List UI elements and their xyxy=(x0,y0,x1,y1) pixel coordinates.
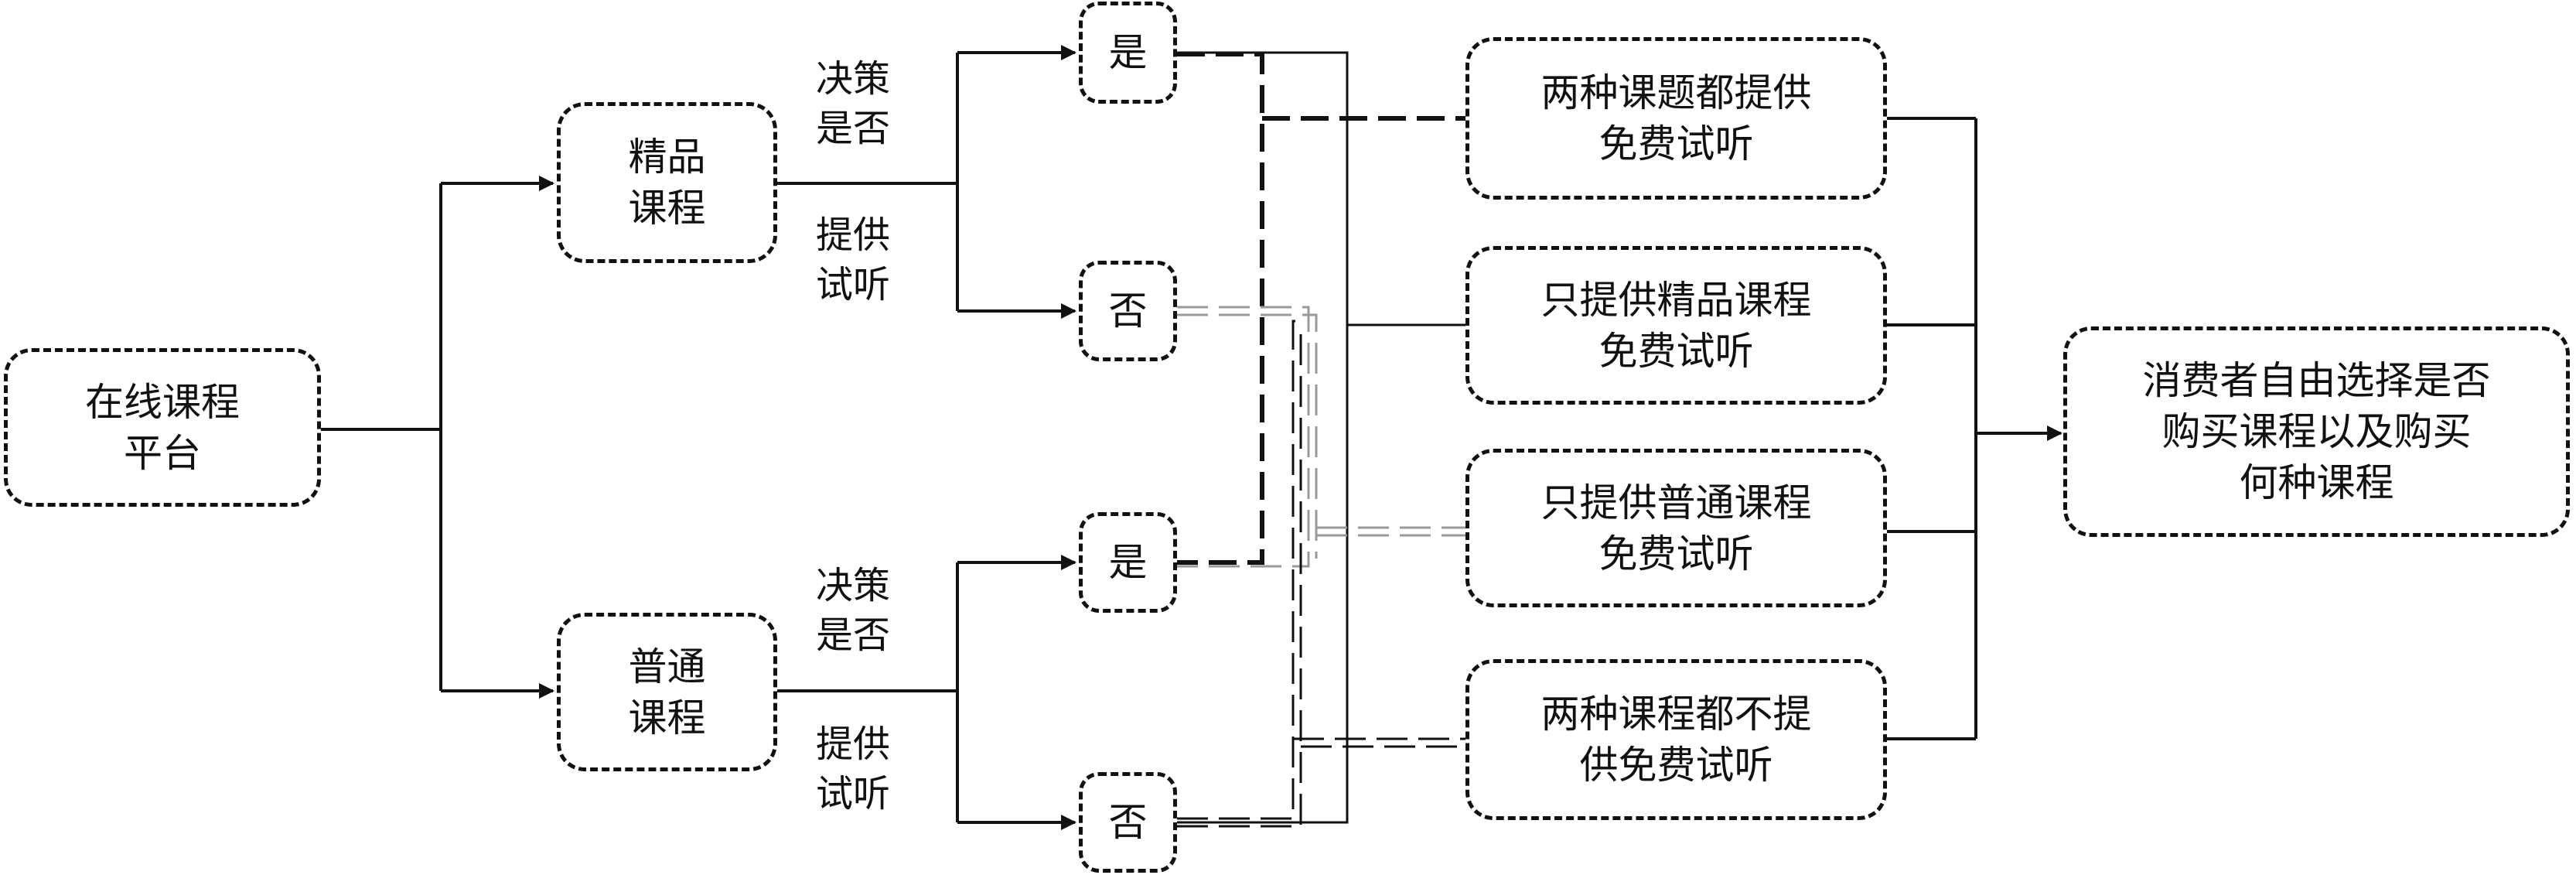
premium-label-line1: 精品 xyxy=(628,135,706,179)
route-outcome4 xyxy=(1177,320,1465,828)
regular-decision-line2: 是否 xyxy=(816,614,891,657)
outcome3-line2: 免费试听 xyxy=(1598,531,1754,576)
consumer-choice-node: 消费者自由选择是否 购买课程以及购买 何种课程 xyxy=(2063,326,2570,537)
premium-yes-node: 是 xyxy=(1079,2,1177,104)
route-outcome3 xyxy=(1177,306,1465,568)
final-line1: 消费者自由选择是否 xyxy=(2142,358,2491,403)
regular-no-label: 否 xyxy=(1108,800,1148,845)
regular-branch-lines xyxy=(777,555,1076,830)
outcome-both-trial-node: 两种课题都提供 免费试听 xyxy=(1465,37,1887,200)
regular-label-line2: 课程 xyxy=(628,695,706,740)
route-outcome2 xyxy=(1177,51,1465,824)
regular-yes-node: 是 xyxy=(1079,512,1177,613)
final-line2: 购买课程以及购买 xyxy=(2161,409,2472,454)
regular-label-line1: 普通 xyxy=(628,644,706,689)
premium-decision-line1: 决策 xyxy=(816,57,891,101)
outcome2-line1: 只提供精品课程 xyxy=(1540,277,1812,323)
outcome-no-trial-node: 两种课程都不提 供免费试听 xyxy=(1465,659,1887,820)
regular-trial-line2: 试听 xyxy=(816,772,891,815)
premium-decision-line2: 是否 xyxy=(816,107,891,150)
premium-label-line2: 课程 xyxy=(628,186,706,231)
premium-no-label: 否 xyxy=(1108,289,1148,333)
outcome2-line2: 免费试听 xyxy=(1598,328,1754,374)
premium-decision-label: 决策 是否 xyxy=(816,54,890,153)
platform-branch-lines xyxy=(321,176,554,699)
premium-trial-line1: 提供 xyxy=(816,214,891,257)
premium-no-node: 否 xyxy=(1079,261,1177,361)
platform-label-line2: 平台 xyxy=(124,430,201,476)
outcome4-line2: 供免费试听 xyxy=(1579,743,1773,788)
premium-yes-label: 是 xyxy=(1108,30,1148,75)
platform-label-line1: 在线课程 xyxy=(85,379,240,425)
regular-yes-label: 是 xyxy=(1108,540,1148,585)
outcome3-line1: 只提供普通课程 xyxy=(1540,480,1812,525)
regular-decision-line1: 决策 xyxy=(816,564,891,607)
premium-trial-label: 提供 试听 xyxy=(816,210,890,309)
outcome4-line1: 两种课程都不提 xyxy=(1540,692,1812,737)
outcome-regular-only-node: 只提供普通课程 免费试听 xyxy=(1465,449,1887,607)
regular-decision-label: 决策 是否 xyxy=(816,561,890,660)
outcome1-line1: 两种课题都提供 xyxy=(1540,70,1812,115)
regular-trial-line1: 提供 xyxy=(816,723,891,766)
premium-course-node: 精品 课程 xyxy=(557,102,777,263)
final-line3: 何种课程 xyxy=(2239,460,2394,505)
outcome1-line2: 免费试听 xyxy=(1598,121,1754,166)
outcome-merge-lines xyxy=(1887,117,2063,740)
regular-trial-label: 提供 试听 xyxy=(816,719,890,819)
premium-branch-lines xyxy=(777,45,1076,319)
regular-course-node: 普通 课程 xyxy=(557,613,777,771)
platform-node: 在线课程 平台 xyxy=(4,348,321,507)
regular-no-node: 否 xyxy=(1079,772,1177,873)
outcome-premium-only-node: 只提供精品课程 免费试听 xyxy=(1465,246,1887,405)
route-outcome1 xyxy=(1177,52,1465,565)
premium-trial-line2: 试听 xyxy=(816,263,891,306)
